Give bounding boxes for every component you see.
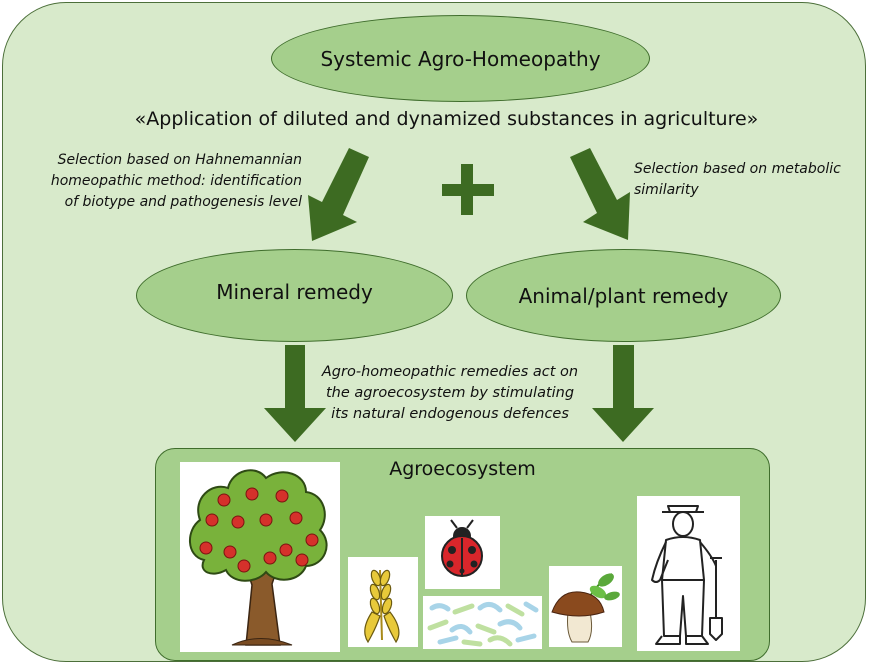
wheat-panel [348, 557, 418, 647]
apple-tree-icon [189, 469, 328, 646]
arrow-down-right [570, 148, 630, 240]
middle-note-line-1: Agro-homeopathic remedies act on [321, 364, 579, 380]
microbes-icon [427, 601, 539, 647]
right-note-line-1: Selection based on metabolic [634, 161, 841, 177]
arrow-down-left [308, 148, 369, 241]
middle-note: Agro-homeopathic remedies act on the agr… [300, 362, 600, 425]
farmer-icon [651, 505, 723, 645]
mineral-remedy-ellipse: Mineral remedy [136, 249, 453, 342]
middle-note-line-3: its natural endogenous defences [331, 406, 569, 422]
top-title: Systemic Agro-Homeopathy [320, 46, 601, 71]
ladybug-icon [441, 519, 483, 577]
middle-note-line-2: the agroecosystem by stimulating [325, 385, 575, 401]
plus-icon [442, 164, 494, 215]
mineral-remedy-label: Mineral remedy [216, 279, 373, 304]
animal-plant-remedy-ellipse: Animal/plant remedy [466, 249, 781, 342]
right-note-line-2: similarity [634, 182, 699, 198]
top-title-ellipse: Systemic Agro-Homeopathy [271, 15, 650, 102]
headline: «Application of diluted and dynamized su… [134, 108, 759, 130]
animal-plant-remedy-label: Animal/plant remedy [518, 283, 729, 308]
arrow-down-to-ecosystem-right [592, 345, 654, 442]
arrow-down-to-ecosystem-left [264, 345, 326, 442]
left-note-line-1: Selection based on Hahnemannian [57, 152, 302, 168]
agroecosystem-title: Agroecosystem [389, 458, 536, 480]
wheat-icon [364, 569, 400, 644]
left-note-line-2: homeopathic method: identification [50, 173, 302, 189]
left-note-line-3: of biotype and pathogenesis level [64, 194, 302, 210]
mushroom-sprout-icon [551, 573, 620, 643]
left-note: Selection based on Hahnemannian homeopat… [10, 150, 302, 213]
right-note: Selection based on metabolic similarity [634, 159, 884, 201]
